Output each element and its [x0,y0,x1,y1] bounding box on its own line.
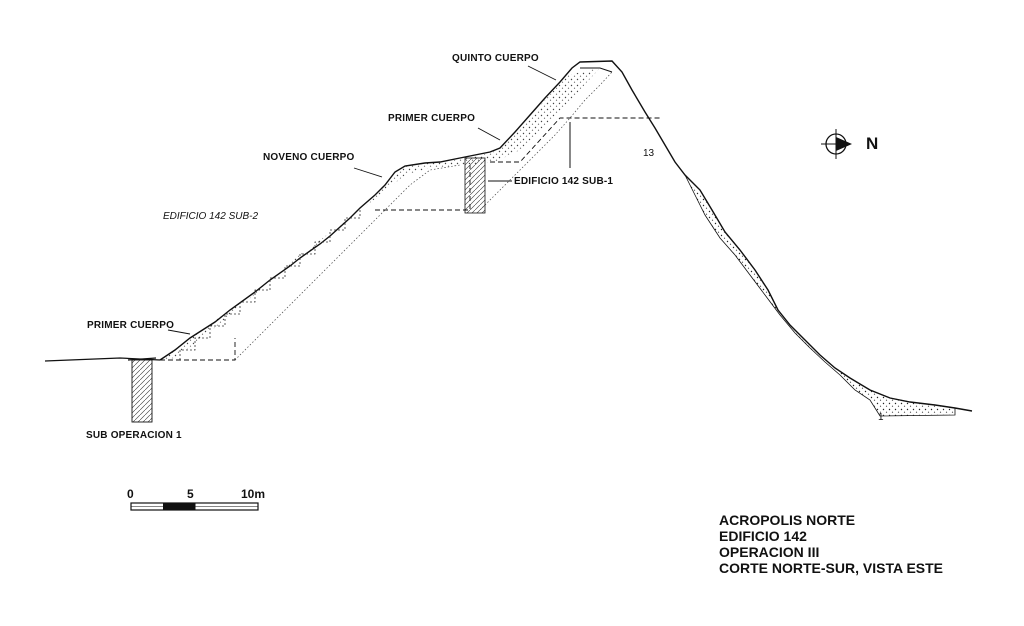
scale-tick-10m: 10m [241,487,266,501]
title-line-4: CORTE NORTE-SUR, VISTA ESTE [719,560,944,576]
north-slope-fill [684,174,956,417]
inner-steps-2 [234,164,461,361]
trench-sub1 [464,157,486,214]
label-primer-cuerpo-bottom: PRIMER CUERPO [87,320,175,331]
south-slope-fill [160,68,600,360]
title-line-2: EDIFICIO 142 [719,528,807,544]
scale-bar [130,502,259,511]
leader-primer-bottom [167,329,191,335]
dashed-base [160,338,236,361]
label-edificio-sub1: EDIFICIO 142 SUB-1 [514,176,614,187]
compass-label: N [866,134,879,153]
label-sub-operacion: SUB OPERACION 1 [86,430,182,441]
label-primer-cuerpo-top: PRIMER CUERPO [388,113,476,124]
label-quinto-cuerpo: QUINTO CUERPO [452,53,539,64]
dashed-upper [490,117,660,163]
leader-primer-top [477,127,501,141]
sub-operacion-top [127,357,157,361]
summit-step [580,67,613,73]
ground-line [44,357,161,362]
compass-north-icon [821,129,852,159]
leader-noveno [353,167,383,178]
leader-quinto [527,65,557,81]
pyramid-profile [159,60,973,412]
title-block: ACROPOLIS NORTE EDIFICIO 142 OPERACION I… [719,512,943,576]
title-line-3: OPERACION III [719,544,820,560]
scale-tick-5: 5 [187,487,194,501]
label-edificio-sub2: EDIFICIO 142 SUB-2 [163,211,259,222]
marker-13: 13 [643,148,655,159]
scale-tick-0: 0 [127,487,134,501]
inner-steps [179,208,361,360]
marker-1: 1 [878,412,884,423]
sub-operacion-shaft [131,359,153,423]
label-noveno-cuerpo: NOVENO CUERPO [263,152,355,163]
title-line-1: ACROPOLIS NORTE [719,512,856,528]
inner-steps-3 [479,71,613,211]
